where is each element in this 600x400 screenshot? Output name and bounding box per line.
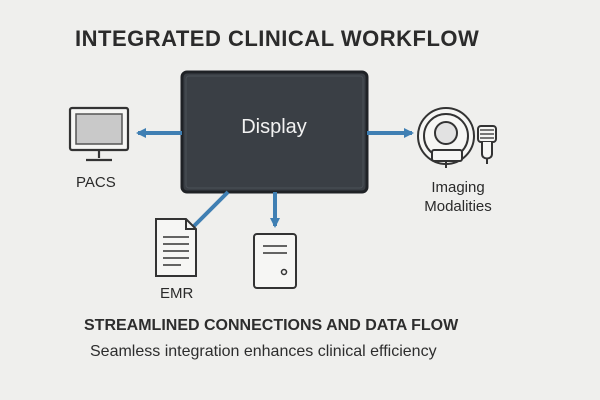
document-icon [155,218,197,277]
connector-to-emr [192,190,230,228]
imaging-label: Imaging Modalities [408,178,508,216]
diagram-title: INTEGRATED CLINICAL WORKFLOW [75,26,480,51]
imaging-label-line2: Modalities [424,198,492,215]
computer-monitor-icon [68,106,130,162]
pacs-label: PACS [76,174,116,191]
imaging-label-line1: Imaging [431,179,485,196]
server-icon [253,233,297,289]
ct-scanner-icon [417,107,497,168]
tagline: Seamless integration enhances clinical e… [90,343,437,360]
emr-label: EMR [160,285,194,302]
display-label: Display [241,116,307,138]
section-subtitle: STREAMLINED CONNECTIONS AND DATA FLOW [84,317,459,334]
